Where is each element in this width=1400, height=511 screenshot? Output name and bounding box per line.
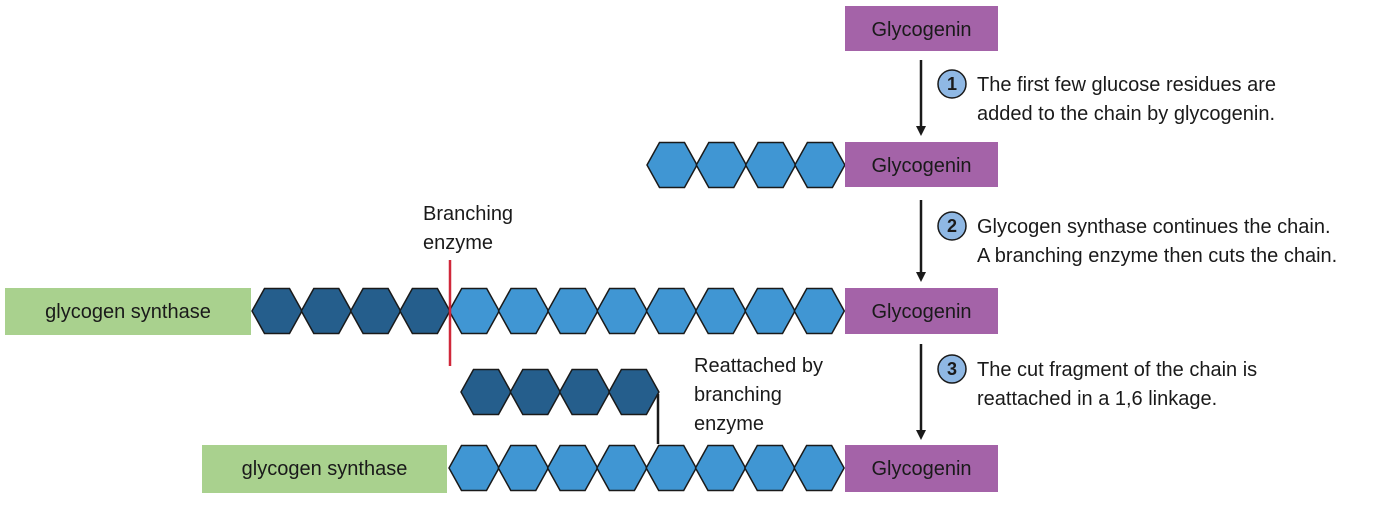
glucose-residue	[645, 287, 698, 335]
glycogenin-label: Glycogenin	[871, 19, 971, 41]
glucose-residue	[399, 287, 451, 335]
glucose-residue	[546, 444, 599, 492]
glucose-residue	[646, 141, 698, 189]
glucose-residue	[794, 141, 846, 189]
step-1-badge	[937, 69, 967, 99]
glycogen-synthase-box	[202, 445, 447, 493]
step-3-text-line-2: reattached in a 1,6 linkage.	[977, 388, 1217, 410]
glycogenin-box	[845, 445, 998, 492]
row-2-glucose-chain	[646, 141, 846, 189]
branching-enzyme-label-line-1: Branching	[423, 203, 513, 225]
step-1-number: 1	[947, 74, 957, 94]
step-1-text-line-1: The first few glucose residues are	[977, 74, 1276, 96]
glucose-residue	[596, 287, 648, 335]
row-4-glucose-chain	[448, 444, 845, 492]
row-3: glycogen synthase Glycogenin Branching e…	[5, 203, 998, 366]
reattached-label-line-2: branching	[694, 384, 782, 406]
glucose-residue	[694, 444, 747, 492]
glycogenin-label: Glycogenin	[871, 155, 971, 177]
glycogenin-box	[845, 288, 998, 334]
step-3-badge	[937, 354, 967, 384]
row-3-glucose-chain	[251, 287, 846, 335]
glucose-residue	[743, 444, 796, 492]
glucose-residue	[793, 287, 846, 335]
glucose-residue	[300, 287, 353, 335]
step-2-text-line-2: A branching enzyme then cuts the chain.	[977, 245, 1337, 267]
reattached-label-line-3: enzyme	[694, 413, 764, 435]
reattached-label-line-1: Reattached by	[694, 355, 823, 377]
glycogenin-box	[845, 6, 998, 51]
row-1: Glycogenin	[845, 6, 998, 51]
glycogen-synthase-label: glycogen synthase	[242, 458, 408, 480]
step-2: 2 Glycogen synthase continues the chain.…	[916, 200, 1337, 282]
step-1: 1 The first few glucose residues are add…	[916, 60, 1276, 136]
row-2: Glycogenin	[646, 141, 998, 189]
row-4: Reattached by branching enzyme glycogen …	[202, 355, 998, 493]
glucose-residue	[645, 444, 698, 492]
branch-glucose-chain	[460, 368, 660, 416]
glucose-residue	[448, 287, 501, 335]
glucose-residue	[448, 444, 500, 492]
step-1-text-line-2: added to the chain by glycogenin.	[977, 103, 1275, 125]
glycogenin-label: Glycogenin	[871, 301, 971, 323]
step-3: 3 The cut fragment of the chain is reatt…	[916, 344, 1257, 440]
glucose-residue	[497, 444, 550, 492]
glycogenin-box	[845, 142, 998, 187]
glycogen-synthase-box	[5, 288, 251, 335]
branching-enzyme-label-line-2: enzyme	[423, 232, 493, 254]
glucose-residue	[694, 287, 747, 335]
glucose-residue	[558, 368, 611, 416]
step-3-text-line-1: The cut fragment of the chain is	[977, 359, 1257, 381]
step-3-number: 3	[947, 359, 957, 379]
glucose-residue	[546, 287, 599, 335]
step-2-number: 2	[947, 216, 957, 236]
glucose-residue	[793, 444, 845, 492]
glucose-residue	[251, 287, 303, 335]
glucose-residue	[695, 141, 748, 189]
glucose-residue	[497, 287, 550, 335]
glucose-residue	[596, 444, 648, 492]
glycogenin-label: Glycogenin	[871, 458, 971, 480]
glucose-residue	[509, 368, 562, 416]
glucose-residue	[744, 287, 796, 335]
glycogen-synthase-label: glycogen synthase	[45, 301, 211, 323]
glucose-residue	[460, 368, 512, 416]
step-2-text-line-1: Glycogen synthase continues the chain.	[977, 216, 1331, 238]
glucose-residue	[608, 368, 660, 416]
glucose-residue	[744, 141, 797, 189]
glucose-residue	[349, 287, 402, 335]
step-2-badge	[937, 211, 967, 241]
